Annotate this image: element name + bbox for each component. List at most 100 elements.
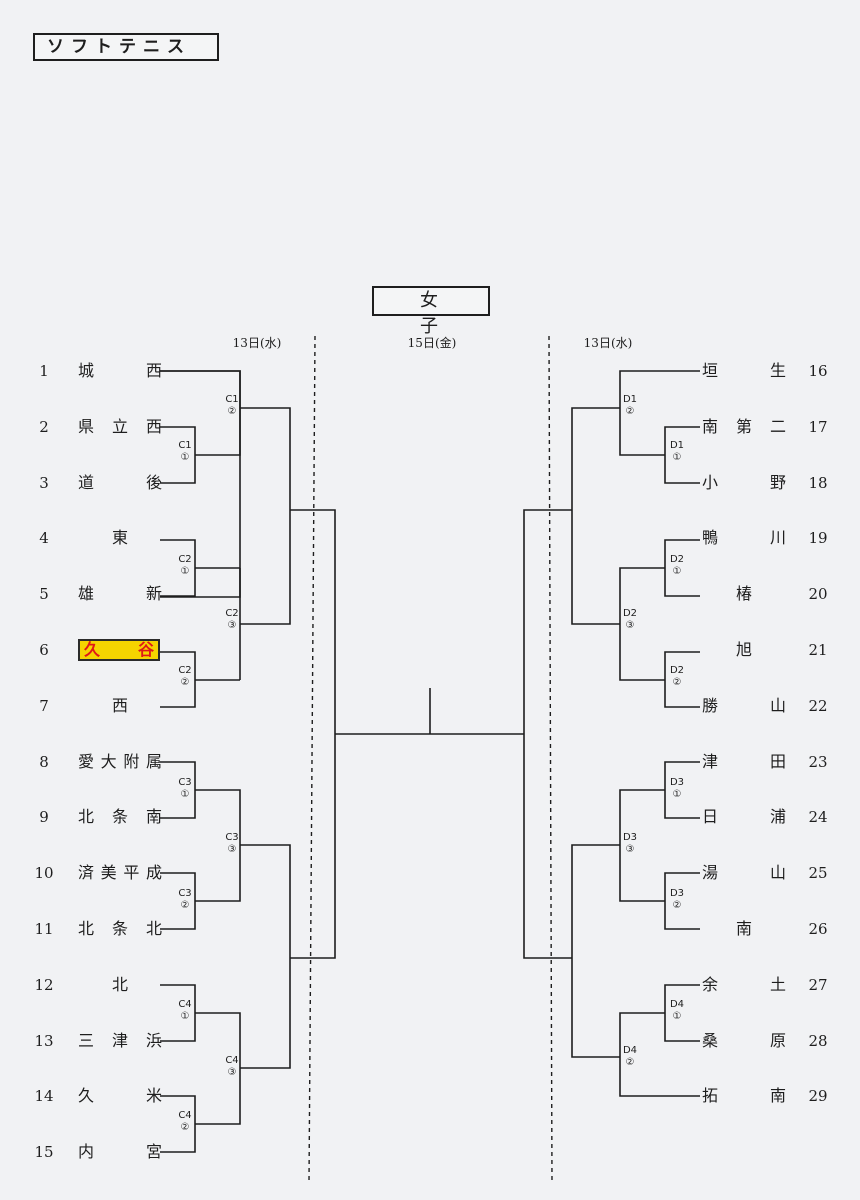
team-name: 北条南 [78, 807, 162, 827]
team-name: 小野 [702, 473, 786, 493]
team-name-text: 小野 [702, 472, 786, 492]
team-name: 道後 [78, 473, 162, 493]
team-number: 8 [39, 752, 49, 771]
team-name: 内宮 [78, 1142, 162, 1162]
team-name: 北条北 [78, 919, 162, 939]
team-name-text: 旭 [735, 640, 752, 659]
team-name: 雄新 [78, 584, 162, 604]
team-name-text: 日浦 [702, 807, 786, 827]
team-name-text: 鴨川 [702, 528, 786, 548]
team-number: 29 [808, 1087, 828, 1106]
team-number: 7 [39, 696, 49, 715]
team-number: 4 [39, 529, 49, 548]
team-name: 拓南 [702, 1086, 786, 1106]
team-name-text: 西 [111, 695, 128, 715]
page-title: ソフトテニス [33, 33, 219, 61]
team-name-text: 南 [735, 919, 752, 938]
team-name-text: 北条南 [78, 807, 162, 827]
team-name-text: 道後 [78, 472, 162, 492]
team-name-text: 雄新 [78, 584, 162, 604]
team-number: 5 [39, 585, 49, 604]
team-name-text: 久谷 [84, 640, 154, 659]
team-number: 22 [808, 696, 828, 715]
team-name-text: 三津浜 [78, 1030, 162, 1050]
team-number: 20 [808, 585, 828, 604]
team-name: 旭 [702, 640, 786, 660]
team-number: 16 [808, 362, 828, 380]
team-name-text: 北条北 [78, 919, 162, 938]
date-left: 13日(水) [232, 336, 282, 350]
team-number: 14 [34, 1087, 54, 1106]
team-name: 勝山 [702, 696, 786, 716]
team-name: 城西 [78, 361, 162, 381]
team-number: 24 [808, 808, 828, 827]
team-number: 27 [808, 975, 828, 994]
team-name-text: 椿 [735, 584, 752, 604]
team-number: 10 [34, 864, 54, 883]
team-name-text: 城西 [78, 361, 162, 380]
team-name-text: 南第二 [702, 416, 786, 436]
team-name: 椿 [702, 584, 786, 604]
team-name-text: 勝山 [702, 695, 786, 715]
team-name: 垣生 [702, 361, 786, 381]
team-name: 桑原 [702, 1031, 786, 1051]
team-name-text: 余土 [702, 974, 786, 994]
team-name-text: 津田 [702, 751, 786, 771]
team-name: 久谷 [78, 639, 160, 661]
team-number: 25 [808, 864, 828, 883]
team-name: 日浦 [702, 807, 786, 827]
team-name-text: 愛大附属 [78, 751, 162, 771]
team-number: 18 [808, 473, 828, 492]
team-name: 三津浜 [78, 1031, 162, 1051]
team-name: 久米 [78, 1086, 162, 1106]
gender-heading: 女子 [372, 286, 490, 337]
team-number: 28 [808, 1031, 828, 1050]
date-right: 13日(水) [583, 336, 633, 350]
team-number: 23 [808, 752, 828, 771]
team-name: 湯山 [702, 863, 786, 883]
team-number: 26 [808, 920, 828, 938]
team-name-text: 北 [111, 974, 128, 994]
team-name-text: 湯山 [702, 863, 786, 883]
team-name: 津田 [702, 752, 786, 772]
team-number: 2 [39, 417, 49, 436]
team-number: 9 [39, 808, 49, 827]
team-name: 東 [78, 528, 162, 548]
team-name-text: 内宮 [78, 1142, 162, 1162]
team-number: 17 [808, 417, 828, 436]
team-number: 21 [808, 641, 828, 659]
team-name: 鴨川 [702, 528, 786, 548]
date-center: 15日(金) [407, 336, 457, 350]
team-number: 6 [39, 641, 49, 659]
team-name-text: 済美平成 [78, 863, 162, 883]
team-name-text: 拓南 [702, 1086, 786, 1106]
team-name: 西 [78, 696, 162, 716]
team-name-text: 垣生 [702, 361, 786, 380]
team-name: 北 [78, 975, 162, 995]
team-number: 3 [39, 473, 49, 492]
team-name: 余土 [702, 975, 786, 995]
team-number: 1 [39, 362, 49, 380]
team-name: 済美平成 [78, 863, 162, 883]
team-number: 15 [34, 1143, 54, 1162]
team-number: 13 [34, 1031, 54, 1050]
team-name-text: 東 [111, 528, 128, 548]
